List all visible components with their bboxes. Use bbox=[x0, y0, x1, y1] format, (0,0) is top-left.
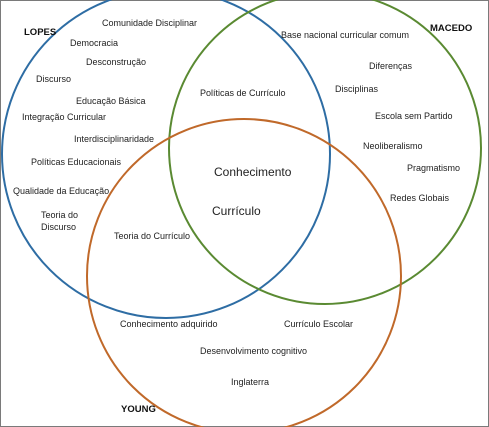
macedo-term: Escola sem Partido bbox=[375, 111, 453, 121]
young-term: Currículo Escolar bbox=[284, 319, 353, 329]
title-lopes: LOPES bbox=[24, 27, 56, 38]
lopes-term: Desconstrução bbox=[86, 57, 146, 67]
macedo-term: Diferenças bbox=[369, 61, 413, 71]
circle-macedo bbox=[168, 0, 482, 305]
young-term: Desenvolvimento cognitivo bbox=[200, 346, 307, 356]
lopes-term: Integração Curricular bbox=[22, 112, 106, 122]
macedo-term: Pragmatismo bbox=[407, 163, 460, 173]
overlap-lopes-macedo: Políticas de Currículo bbox=[200, 88, 286, 98]
lopes-term: Discurso bbox=[41, 222, 76, 232]
macedo-term: Base nacional curricular comum bbox=[281, 30, 409, 40]
macedo-term: Disciplinas bbox=[335, 84, 379, 94]
lopes-term: Teoria do bbox=[41, 210, 78, 220]
overlap-all-three: Currículo bbox=[212, 204, 261, 218]
macedo-term: Redes Globais bbox=[390, 193, 450, 203]
lopes-term: Qualidade da Educação bbox=[13, 186, 109, 196]
lopes-term: Educação Básica bbox=[76, 96, 146, 106]
circle-lopes bbox=[1, 0, 331, 319]
title-young: YOUNG bbox=[121, 404, 156, 415]
lopes-term: Democracia bbox=[70, 38, 118, 48]
lopes-term: Políticas Educacionais bbox=[31, 157, 122, 167]
lopes-term: Interdisciplinaridade bbox=[74, 134, 154, 144]
macedo-term: Neoliberalismo bbox=[363, 141, 423, 151]
overlap-lopes-young: Teoria do Currículo bbox=[114, 231, 190, 241]
title-macedo: MACEDO bbox=[430, 23, 472, 34]
circle-young bbox=[86, 118, 402, 427]
young-term: Inglaterra bbox=[231, 377, 269, 387]
young-term: Conhecimento adquirido bbox=[120, 319, 218, 329]
lopes-term: Comunidade Disciplinar bbox=[102, 18, 197, 28]
overlap-all-three: Conhecimento bbox=[214, 165, 292, 179]
lopes-term: Discurso bbox=[36, 74, 71, 84]
